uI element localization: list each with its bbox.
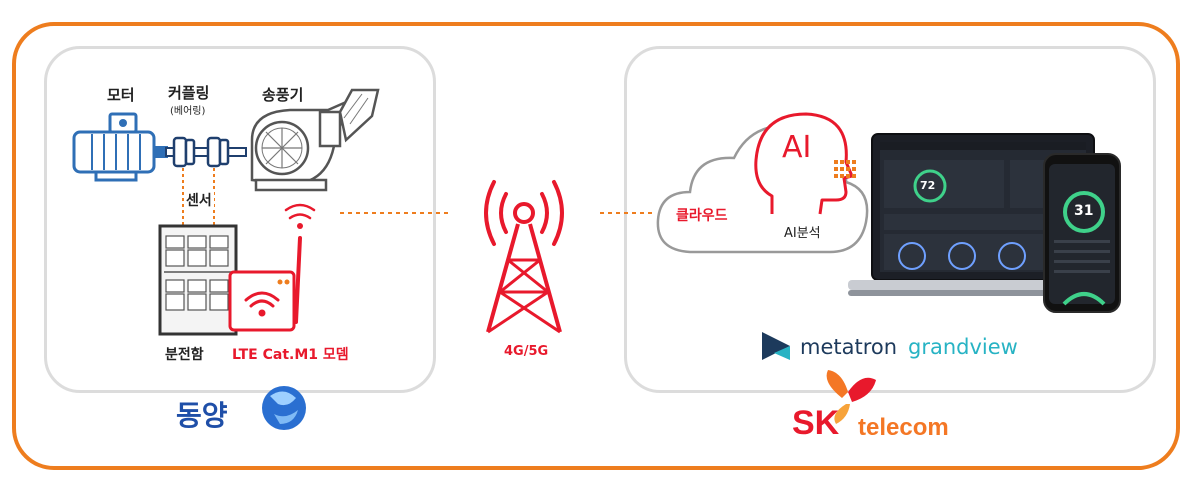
laptop-gauge-value: 72 <box>920 179 936 192</box>
sensor-wires <box>182 168 215 226</box>
panel-label: 분전함 <box>165 347 204 363</box>
tower-label: 4G/5G <box>504 344 549 359</box>
distribution-panel-icon <box>158 224 238 336</box>
cloud-label: 클라우드 <box>676 208 728 224</box>
phone-gauge-value: 31 <box>1074 203 1094 219</box>
ai-analysis-label: AI분석 <box>784 226 821 241</box>
metatron-logo-icon <box>762 332 790 360</box>
modem-label: LTE Cat.M1 모뎀 <box>232 347 349 363</box>
lte-modem-icon <box>228 203 316 332</box>
sk-telecom-logo-icon <box>826 370 876 424</box>
ai-head-icon <box>754 112 856 215</box>
coupling-sub-label: (베어링) <box>170 106 206 117</box>
cell-tower-icon <box>484 180 564 334</box>
site-panel <box>44 46 436 393</box>
cloud-panel <box>624 46 1156 393</box>
blower-label: 송풍기 <box>262 86 304 104</box>
metatron-text: metatron <box>800 335 898 359</box>
grandview-text: grandview <box>908 335 1018 359</box>
outer-frame <box>12 22 1180 470</box>
coupling-label: 커플링 <box>168 84 210 102</box>
ai-text: AI <box>782 130 812 165</box>
sk-text: SK <box>792 404 840 442</box>
dongyang-logo-icon <box>262 386 306 430</box>
coupling-icon <box>165 136 247 168</box>
smartphone-icon <box>1043 153 1121 313</box>
telecom-text: telecom <box>858 414 949 441</box>
motor-label: 모터 <box>107 86 135 104</box>
blower-icon <box>250 88 380 192</box>
laptop-icon <box>848 133 1118 296</box>
dongyang-text: 동양 <box>176 399 228 432</box>
sensor-label: 센서 <box>184 190 214 210</box>
motor-icon <box>72 112 168 182</box>
